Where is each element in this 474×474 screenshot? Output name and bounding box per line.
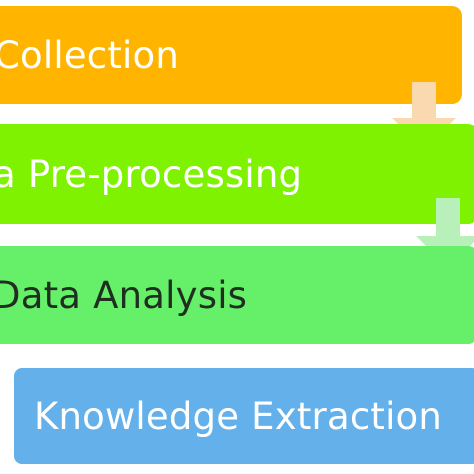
- stage-knowledge-extraction-label: Knowledge Extraction: [34, 394, 443, 438]
- stage-data-analysis-label: Data Analysis: [0, 273, 248, 317]
- stage-data-analysis: Data Analysis: [0, 246, 474, 344]
- stage-collection: Collection: [0, 6, 462, 104]
- stage-pre-processing: a Pre-processing: [0, 124, 474, 224]
- stage-collection-label: Collection: [0, 33, 180, 77]
- stage-pre-processing-label: a Pre-processing: [0, 152, 303, 196]
- stage-knowledge-extraction: Knowledge Extraction: [12, 366, 474, 466]
